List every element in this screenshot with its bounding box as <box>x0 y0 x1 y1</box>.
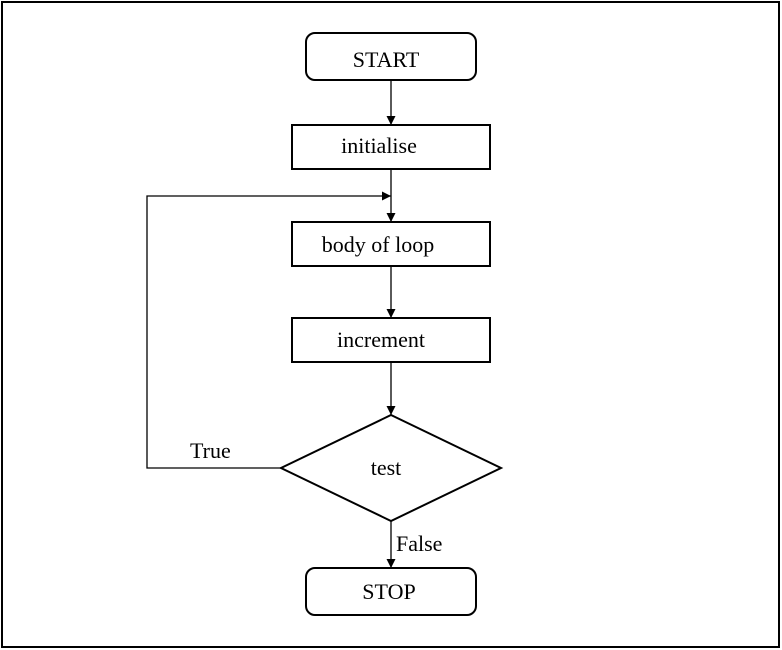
initialise-node: initialise <box>291 124 491 170</box>
stop-label: STOP <box>362 579 415 604</box>
false-edge-label: False <box>396 531 442 556</box>
initialise-label: initialise <box>341 133 417 158</box>
start-label: START <box>353 47 420 72</box>
test-label: test <box>371 455 402 480</box>
increment-shape <box>291 317 491 363</box>
true-edge-label: True <box>190 438 231 463</box>
body-node: body of loop <box>291 221 491 267</box>
increment-label: increment <box>337 327 425 352</box>
initialise-shape <box>291 124 491 170</box>
start-node: START <box>305 32 477 81</box>
stop-node: STOP <box>305 567 477 616</box>
increment-node: increment <box>291 317 491 363</box>
arrow-loop-back-true <box>146 191 391 469</box>
test-node: test <box>278 413 504 523</box>
body-label: body of loop <box>322 232 434 257</box>
